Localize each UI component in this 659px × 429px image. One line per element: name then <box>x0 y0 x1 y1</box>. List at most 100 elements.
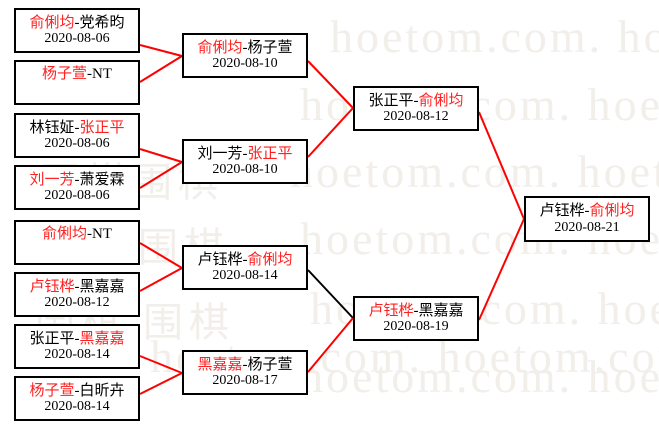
player-right: 俞俐均 <box>589 203 635 220</box>
match-players: 杨子萱-NT <box>42 66 112 82</box>
player-separator: - <box>413 92 419 109</box>
match-date: 2020-08-14 <box>212 268 278 284</box>
bracket-connector <box>139 267 183 292</box>
player-left: 俞俐均 <box>197 39 243 56</box>
bracket-connector <box>478 218 525 321</box>
bracket-connector <box>139 372 183 395</box>
match-date: 2020-08-06 <box>44 136 110 152</box>
match-players: 俞俐均-党希昀 <box>29 15 124 31</box>
player-left: 张正平 <box>368 92 414 109</box>
player-right: 黑嘉嘉 <box>79 278 125 295</box>
match-players: 林钰姃-张正平 <box>29 120 124 136</box>
bracket-connector <box>307 317 354 373</box>
player-left: 张正平 <box>29 330 75 347</box>
player-right: 张正平 <box>79 119 125 136</box>
player-right: 杨子萱 <box>247 39 293 56</box>
player-separator: - <box>87 66 92 82</box>
match-players: 张正平-黑嘉嘉 <box>29 331 124 347</box>
match-date: 2020-08-10 <box>212 56 278 72</box>
match-players: 黑嘉嘉-杨子萱 <box>197 357 292 373</box>
player-left: 卢钰桦 <box>197 251 243 268</box>
match-date: 2020-08-12 <box>44 295 110 311</box>
match-players: 俞俐均-NT <box>42 226 112 242</box>
player-separator: - <box>242 39 248 56</box>
match-players: 刘一芳-萧爱霖 <box>29 172 124 188</box>
player-separator: - <box>74 171 80 188</box>
match-date: 2020-08-19 <box>383 319 449 335</box>
player-left: 卢钰桦 <box>368 302 414 319</box>
player-left: 卢钰桦 <box>539 203 585 220</box>
player-left: 俞俐均 <box>41 226 87 242</box>
match-node[interactable]: 俞俐均-NT <box>14 220 140 265</box>
match-players: 卢钰桦-黑嘉嘉 <box>368 303 463 319</box>
player-left: 刘一芳 <box>29 171 75 188</box>
match-players: 卢钰桦-俞俐均 <box>197 252 292 268</box>
player-left: 卢钰桦 <box>29 278 75 295</box>
match-date: 2020-08-14 <box>44 347 110 363</box>
match-node[interactable]: 杨子萱-NT <box>14 60 140 105</box>
match-date: 2020-08-14 <box>44 399 110 415</box>
player-left: 林钰姃 <box>29 119 75 136</box>
bracket-connector <box>139 44 183 57</box>
player-left: 刘一芳 <box>197 145 243 162</box>
player-separator: - <box>74 382 80 399</box>
player-separator: - <box>584 203 590 220</box>
player-left: 杨子萱 <box>41 66 87 82</box>
player-left: 俞俐均 <box>29 14 75 31</box>
player-right: 党希昀 <box>79 14 125 31</box>
bracket-connector <box>307 269 354 319</box>
player-right: NT <box>92 66 112 82</box>
player-separator: - <box>87 226 92 242</box>
bracket-connector <box>139 355 183 374</box>
player-separator: - <box>74 119 80 136</box>
player-left: 杨子萱 <box>29 382 75 399</box>
player-right: 张正平 <box>247 145 293 162</box>
match-date: 2020-08-06 <box>44 188 110 204</box>
bracket-connector <box>139 242 183 269</box>
player-separator: - <box>242 251 248 268</box>
bracket-connector <box>478 111 525 220</box>
match-players: 卢钰桦-俞俐均 <box>539 203 634 219</box>
player-left: 黑嘉嘉 <box>197 356 243 373</box>
match-date: 2020-08-21 <box>554 219 620 235</box>
player-separator: - <box>242 356 248 373</box>
player-right: 白昕卉 <box>79 382 125 399</box>
bracket-connector <box>139 148 183 163</box>
player-separator: - <box>74 330 80 347</box>
player-right: 俞俐均 <box>418 92 464 109</box>
match-players: 俞俐均-杨子萱 <box>197 40 292 56</box>
bracket-connector <box>139 161 183 189</box>
match-date: 2020-08-17 <box>212 373 278 389</box>
player-right: 萧爱霖 <box>79 171 125 188</box>
bracket-connector <box>307 60 354 109</box>
player-separator: - <box>74 278 80 295</box>
match-players: 杨子萱-白昕卉 <box>29 383 124 399</box>
player-separator: - <box>74 14 80 31</box>
match-date: 2020-08-12 <box>383 109 449 125</box>
player-right: 黑嘉嘉 <box>418 302 464 319</box>
player-separator: - <box>413 302 419 319</box>
bracket-connector <box>307 107 354 158</box>
match-players: 卢钰桦-黑嘉嘉 <box>29 279 124 295</box>
match-date: 2020-08-10 <box>212 162 278 178</box>
player-right: NT <box>92 226 112 242</box>
bracket-connector <box>139 55 183 83</box>
player-right: 黑嘉嘉 <box>79 330 125 347</box>
player-right: 杨子萱 <box>247 356 293 373</box>
match-players: 张正平-俞俐均 <box>368 93 463 109</box>
